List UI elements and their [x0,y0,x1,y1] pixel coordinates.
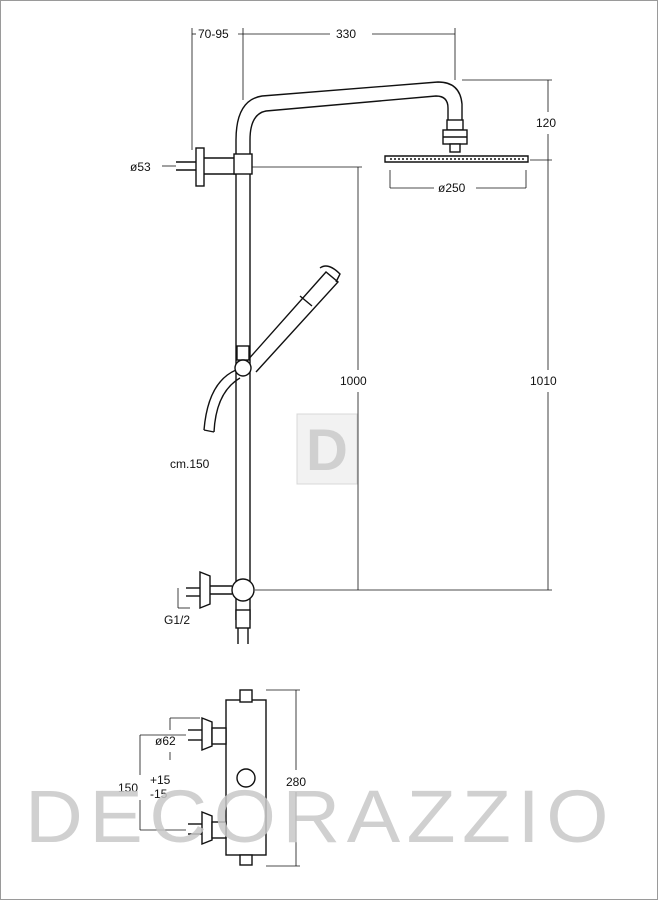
inlet-thread-label: G1/2 [164,613,190,627]
valve-diameter-label: ø62 [155,734,176,748]
shower-head [384,119,529,163]
watermark-brand: DECORAZZIO [25,775,615,858]
watermark-monogram: D [296,413,358,485]
bracket-height-label: 1000 [340,374,367,388]
arm-offset-label: 70-95 [198,27,229,41]
total-height-label: 1010 [530,374,557,388]
hand-shower [234,265,341,377]
tolerance-plus-label: +15 [150,773,171,787]
watermark-monogram-letter: D [306,418,348,483]
hose [203,369,241,433]
head-drop-label: 120 [536,116,556,130]
lower-connection [186,570,255,644]
upper-dimensions: 70-95 330 120 ø53 ø250 1000 1010 cm.150 … [130,27,557,627]
wall-bracket-diameter-label: ø53 [130,160,151,174]
inlet-spacing-label: 150 [118,781,138,795]
hose-length-label: cm.150 [170,457,210,471]
thermostatic-mixer [188,689,267,866]
wall-bracket [176,147,253,187]
mixer-height-label: 280 [286,775,306,789]
tolerance-minus-label: -15 [150,787,168,801]
head-diameter-label: ø250 [438,181,466,195]
mixer-dimensions: ø62 150 +15 -15 280 [118,689,306,867]
arm-length-label: 330 [336,27,356,41]
